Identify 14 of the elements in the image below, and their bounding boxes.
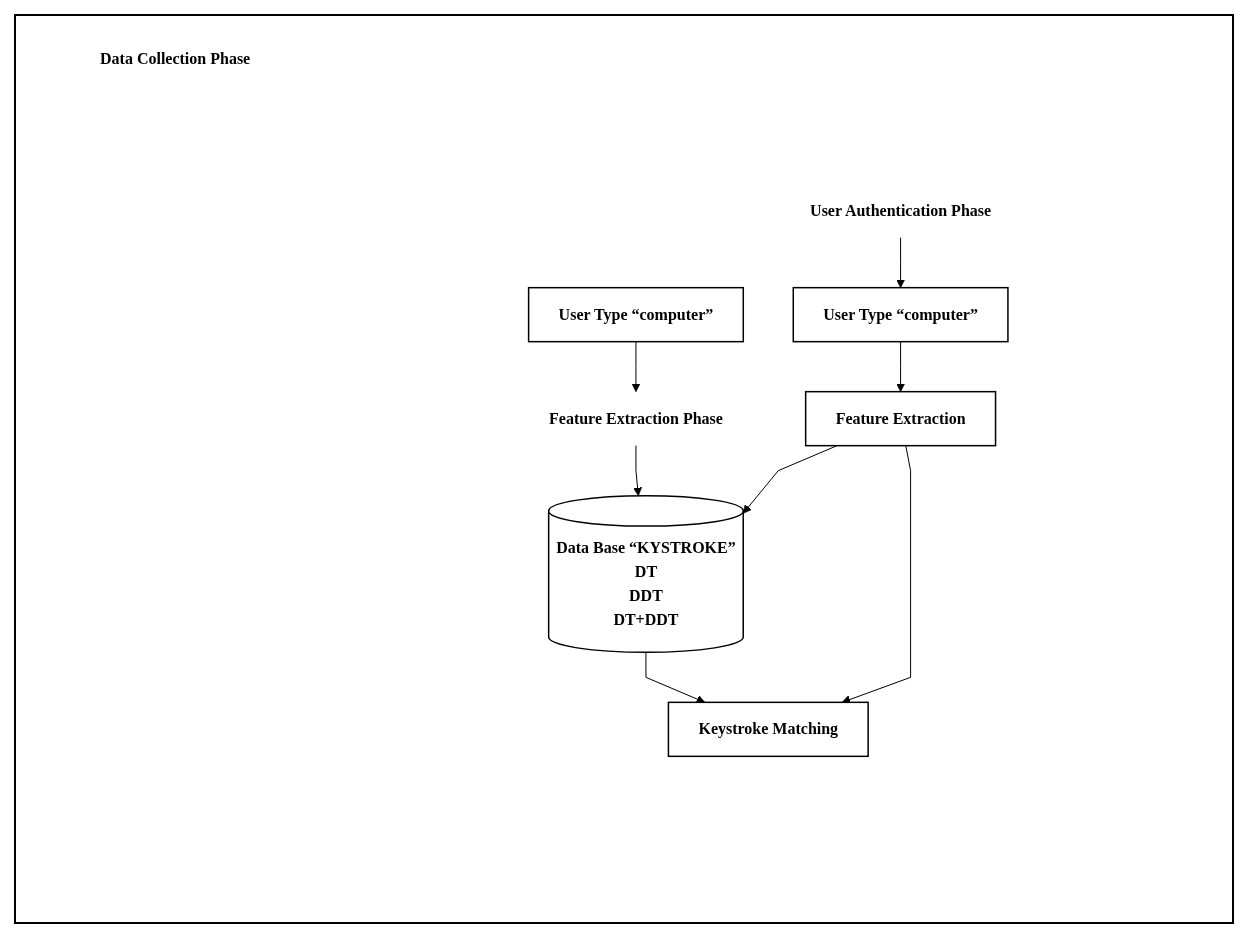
arrow — [645, 651, 706, 704]
section-heading: Data Collection Phase — [100, 50, 251, 68]
node-text: User Authentication Phase — [810, 201, 992, 219]
arrow — [631, 341, 641, 393]
arrow — [742, 445, 838, 514]
arrow — [896, 341, 905, 393]
node-box: Keystroke Matching — [667, 701, 869, 758]
node-text: Feature Extraction Phase — [548, 409, 723, 427]
arrow — [896, 237, 905, 289]
node-box: User Type “computer” — [792, 286, 1009, 343]
arrow — [633, 445, 642, 497]
node-box: User Type “computer” — [527, 286, 744, 343]
node-box: Feature Extraction — [804, 390, 997, 447]
arrow — [841, 445, 912, 704]
